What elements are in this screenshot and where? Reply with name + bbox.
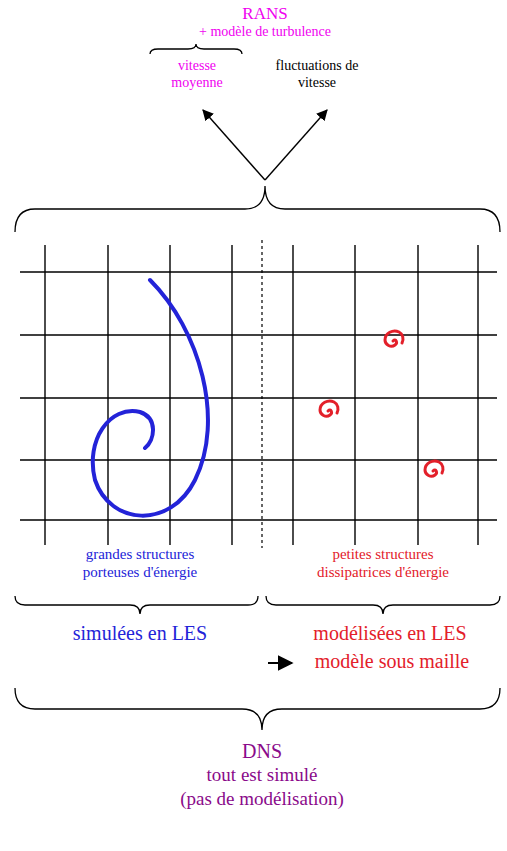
arrow-right: [265, 110, 327, 180]
top-brace: [15, 186, 500, 232]
subgrid-arrow: [268, 662, 292, 664]
bottom-brace: [15, 688, 500, 730]
large-structures-label: grandes structures porteuses d'énergie: [58, 546, 223, 581]
cutoff-line: [261, 240, 262, 548]
arrow-left: [203, 110, 265, 180]
method-note: (pas de modélisation): [180, 788, 344, 810]
subgrid-model-label: modèle sous maille: [315, 650, 469, 674]
large-eddy: [93, 280, 208, 516]
method-title: DNS: [242, 740, 282, 764]
right-brace: [266, 596, 500, 614]
mesh-grid: [20, 245, 497, 545]
fluctuation-label: fluctuations de vitesse: [275, 58, 360, 91]
small-structures-label: petites structures dissipatrices d'énerg…: [301, 546, 466, 581]
modelled-label: modélisées en LES: [313, 622, 466, 646]
small-brace: [150, 44, 242, 54]
method-note: tout est simulé: [207, 764, 318, 786]
small-eddies: [320, 331, 443, 476]
simulated-label: simulées en LES: [73, 622, 207, 646]
method-note: + modèle de turbulence: [199, 24, 331, 41]
left-brace: [15, 596, 258, 614]
mean-velocity-label: vitesse moyenne: [157, 58, 237, 91]
method-title: RANS: [242, 4, 287, 24]
